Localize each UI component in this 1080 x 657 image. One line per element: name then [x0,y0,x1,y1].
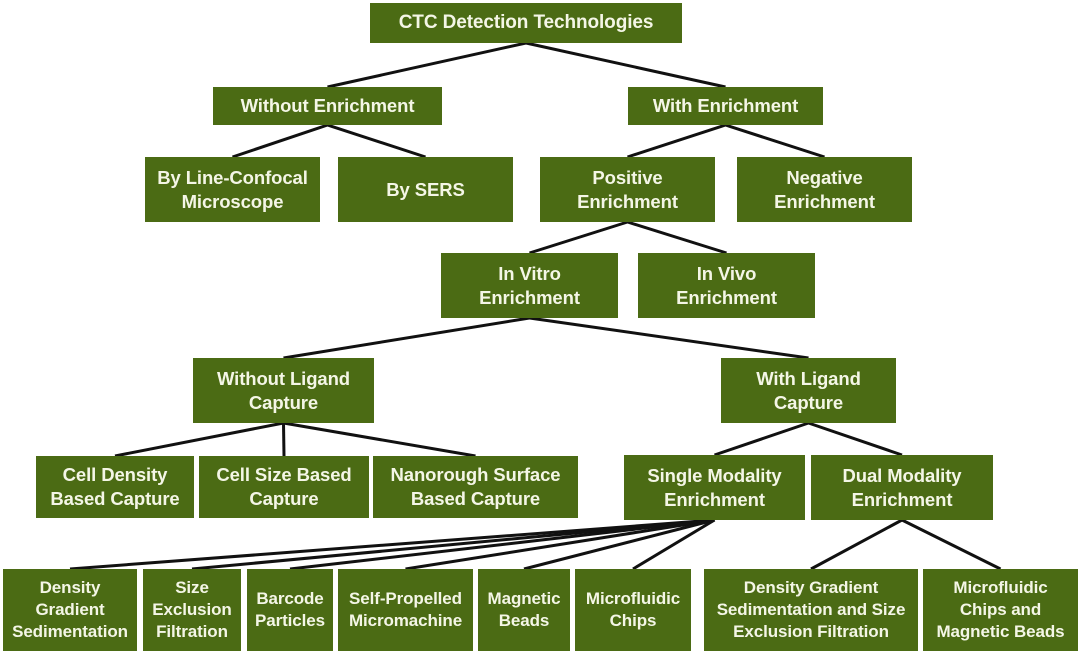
connector-positive-to-in_vivo [627,220,727,255]
node-ctc-detection-technologies: CTC Detection Technologies [370,3,682,43]
node-sers: By SERS [338,157,513,222]
connector-dual_modality-to-mc_and_mb [901,518,1002,571]
connector-single_modality-to-density_gradient [69,518,715,571]
connector-without_enrichment-to-sers [327,123,426,159]
connector-in_vitro-to-with_ligand [529,316,809,360]
connector-root-to-without_enrichment [327,41,527,89]
node-size-exclusion-filtration: Size Exclusion Filtration [143,569,241,651]
connector-dual_modality-to-dgs_and_sef [810,518,903,571]
connector-single_modality-to-self_propelled [405,518,715,571]
node-with-enrichment: With Enrichment [628,87,823,125]
node-dual-modality-enrichment: Dual Modality Enrichment [811,455,993,520]
connector-with_ligand-to-dual_modality [808,421,903,457]
connector-with_ligand-to-single_modality [714,421,809,457]
connector-in_vitro-to-without_ligand [283,316,530,360]
node-magnetic-beads: Magnetic Beads [478,569,570,651]
node-density-gradient-sedimentation: Density Gradient Sedimentation [3,569,137,651]
node-positive-enrichment: Positive Enrichment [540,157,715,222]
node-cell-density-capture: Cell Density Based Capture [36,456,194,518]
connector-single_modality-to-microfluidic_chips [632,518,716,571]
node-without-ligand-capture: Without Ligand Capture [193,358,374,423]
connector-without_ligand-to-nanorough [283,421,476,458]
connector-single_modality-to-size_exclusion [191,518,715,571]
node-in-vivo-enrichment: In Vivo Enrichment [638,253,815,318]
node-microfluidic-chips: Microfluidic Chips [575,569,691,651]
node-negative-enrichment: Negative Enrichment [737,157,912,222]
connector-with_enrichment-to-negative [725,123,825,159]
connector-without_ligand-to-cell_density [114,421,284,458]
node-nanorough-surface-capture: Nanorough Surface Based Capture [373,456,578,518]
node-self-propelled-micromachine: Self-Propelled Micromachine [338,569,473,651]
node-cell-size-capture: Cell Size Based Capture [199,456,369,518]
connector-single_modality-to-magnetic_beads [523,518,715,571]
connector-positive-to-in_vitro [529,220,628,255]
node-single-modality-enrichment: Single Modality Enrichment [624,455,805,520]
node-with-ligand-capture: With Ligand Capture [721,358,896,423]
node-without-enrichment: Without Enrichment [213,87,442,125]
node-barcode-particles: Barcode Particles [247,569,333,651]
node-in-vitro-enrichment: In Vitro Enrichment [441,253,618,318]
connector-with_enrichment-to-positive [627,123,726,159]
node-microfluidic-chips-and-magnetic-beads: Microfluidic Chips and Magnetic Beads [923,569,1078,651]
node-density-gradient-and-size-exclusion: Density Gradient Sedimentation and Size … [704,569,918,651]
connector-single_modality-to-barcode [289,518,715,571]
connector-without_ligand-to-cell_size [282,422,286,457]
connector-without_enrichment-to-line_confocal [232,123,328,159]
node-line-confocal-microscope: By Line-Confocal Microscope [145,157,320,222]
connector-root-to-with_enrichment [525,41,726,89]
